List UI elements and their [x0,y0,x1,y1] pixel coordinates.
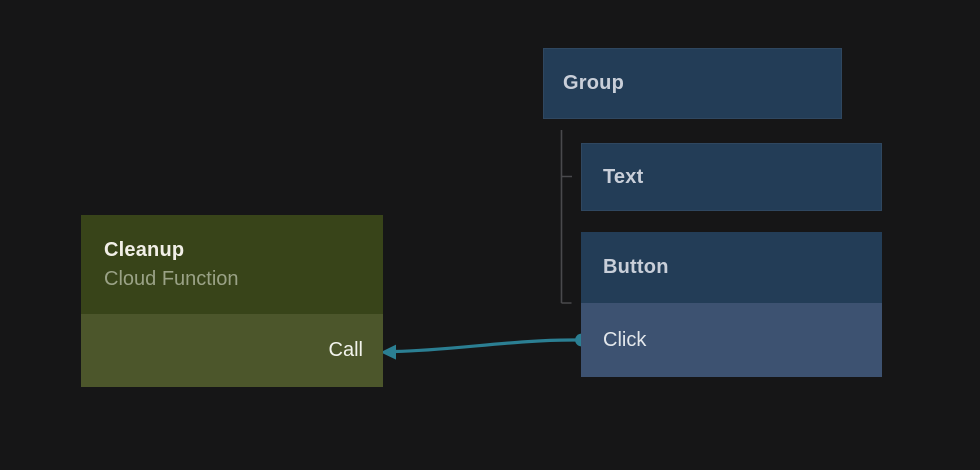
node-title: Cleanup [104,238,185,261]
event-wire[interactable] [394,338,577,354]
button-node-label: Button [603,256,669,278]
button-node-header[interactable]: Button [581,232,882,303]
cloud-function-node[interactable]: Cleanup Cloud Function Call [81,215,383,387]
click-event-label: Click [603,328,647,351]
call-action-port[interactable]: Call [81,314,383,387]
button-widget-node[interactable]: Button Click [581,232,882,377]
cloud-function-node-header[interactable]: Cleanup Cloud Function [81,215,383,314]
node-subtitle: Cloud Function [104,267,239,290]
group-node-label: Group [563,72,624,94]
tree-branch-lines [560,130,572,304]
click-event-port[interactable]: Click [581,303,882,377]
call-action-label: Call [328,339,363,361]
group-widget-node[interactable]: Group [543,48,842,119]
text-node-label: Text [603,165,644,188]
text-widget-node[interactable]: Text [581,143,882,211]
